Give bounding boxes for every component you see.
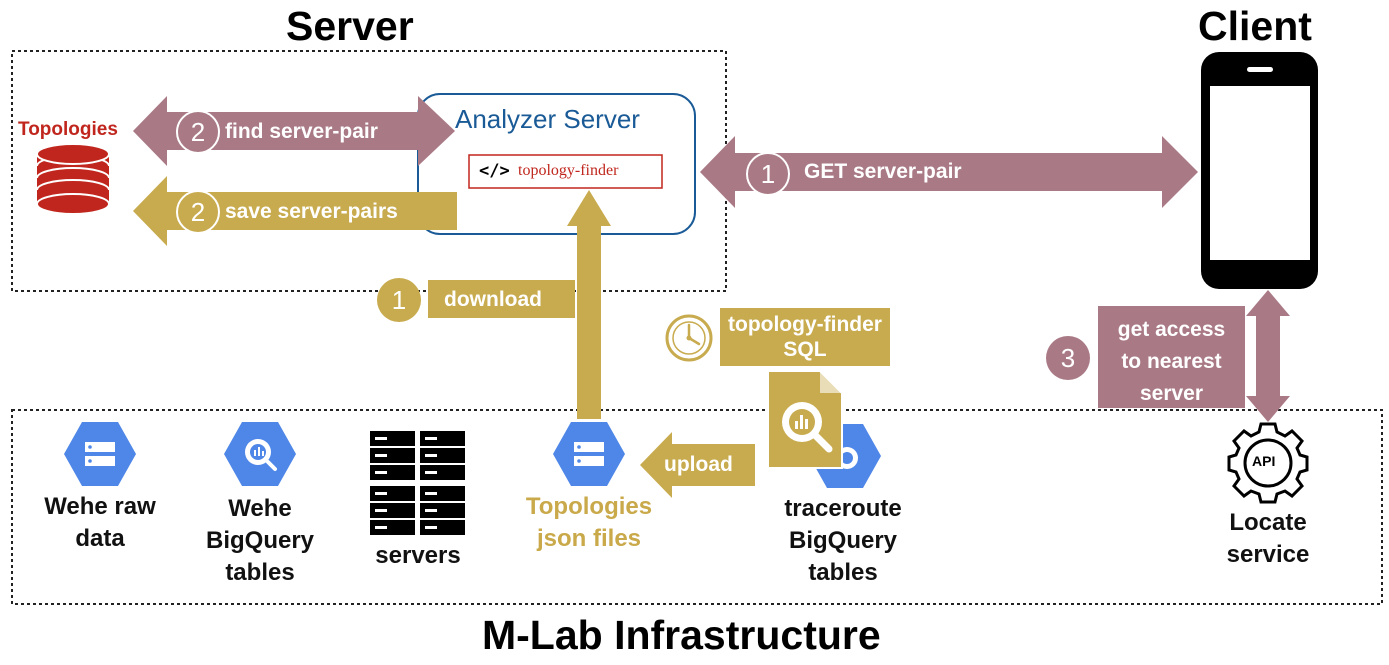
step-circle: 2 (176, 110, 220, 154)
get-access-line: server (1139, 382, 1204, 405)
wehe-bigquery-label: Wehe BigQuery tables (180, 493, 340, 589)
get-access-line: get access (1117, 318, 1226, 341)
clock-icon (665, 314, 713, 362)
storage-hexagon-icon (553, 422, 625, 486)
infra-title: M-Lab Infrastructure (482, 612, 881, 658)
get-access-label: get access to nearest server (1098, 314, 1245, 410)
label-line: BigQuery (205, 527, 315, 554)
label-line: tables (808, 559, 878, 586)
phone-icon (1201, 52, 1318, 289)
find-server-pair-arrow (133, 96, 455, 166)
step-circle: 3 (1046, 336, 1090, 380)
analyzer-server-title: Analyzer Server (455, 104, 640, 134)
database-icon (36, 143, 110, 215)
sql-line: topology-finder (728, 313, 882, 336)
label-line: Wehe (228, 495, 292, 522)
topologies-json-label: Topologies json files (504, 491, 674, 555)
save-server-pairs-label: save server-pairs (225, 200, 398, 223)
step-circle: 1 (746, 152, 790, 196)
topologies-db-label: Topologies (18, 119, 118, 140)
label-line: json files (536, 525, 642, 552)
bigquery-document-icon (767, 370, 843, 469)
download-arrow (567, 190, 611, 419)
step-circle: 1 (377, 278, 421, 322)
storage-hexagon-icon (64, 422, 136, 486)
servers-label: servers (338, 540, 498, 572)
label-line: traceroute (784, 495, 902, 522)
server-rack-icon (370, 431, 465, 535)
bigquery-hexagon-icon (224, 422, 296, 486)
sql-label-box (720, 308, 890, 366)
get-access-line: to nearest (1121, 350, 1222, 373)
wehe-raw-data-label: Wehe raw data (20, 491, 180, 555)
locate-arrow (1246, 290, 1290, 422)
label-line: BigQuery (788, 527, 898, 554)
download-label-box (428, 280, 575, 318)
sql-line: SQL (783, 338, 827, 361)
api-gear-icon (1227, 422, 1309, 504)
upload-label: upload (664, 453, 733, 476)
code-icon: </> (479, 161, 510, 181)
sql-label: topology-finder SQL (720, 312, 890, 362)
label-line: servers (375, 542, 461, 569)
save-server-pairs-arrow (133, 176, 457, 246)
label-line: Topologies (525, 493, 653, 520)
label-line: Locate (1229, 509, 1307, 536)
label-line: Wehe raw (44, 493, 156, 520)
server-title: Server (286, 3, 414, 49)
download-label: download (444, 288, 542, 311)
api-icon-text: API (1252, 453, 1276, 469)
upload-arrow (640, 432, 755, 498)
get-server-pair-label: GET server-pair (804, 160, 962, 183)
find-server-pair-label: find server-pair (225, 120, 378, 143)
topology-finder-label: topology-finder (518, 162, 619, 179)
topology-finder-box (468, 154, 663, 189)
label-line: tables (225, 559, 295, 586)
get-access-label-box (1098, 306, 1245, 408)
label-line: service (1226, 541, 1310, 568)
locate-service-label: Locate service (1188, 507, 1348, 571)
client-title: Client (1198, 3, 1312, 49)
traceroute-bigquery-label: traceroute BigQuery tables (758, 493, 928, 589)
label-line: data (75, 525, 125, 552)
step-circle: 2 (176, 190, 220, 234)
infra-boundary (11, 409, 1383, 605)
get-server-pair-arrow (700, 136, 1198, 208)
